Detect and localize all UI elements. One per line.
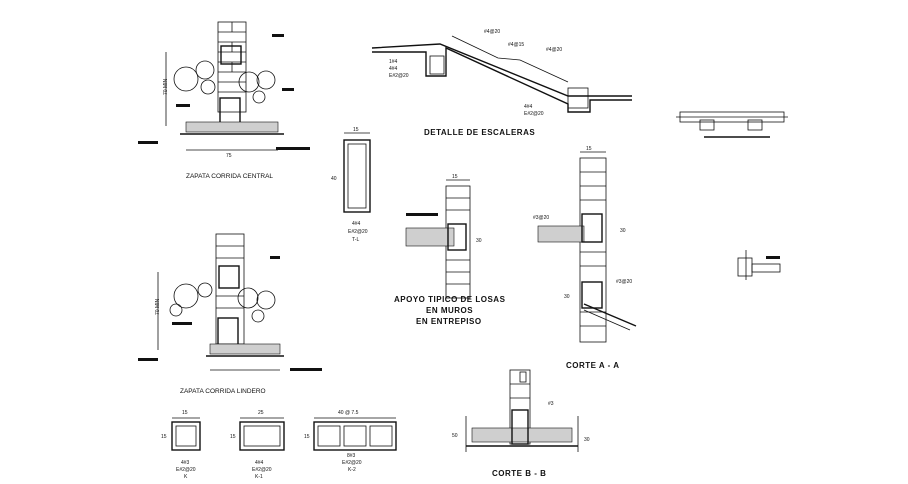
stair-note-8: E#2@20 — [524, 111, 544, 117]
support-height: 30 — [476, 238, 482, 244]
corte-a-width: 15 — [586, 146, 592, 152]
title-apoyo-line3: EN ENTREPISO — [416, 317, 482, 326]
stair-note-3: #4@20 — [546, 47, 562, 53]
castillo-k-width: 15 — [182, 410, 188, 416]
title-zapata-lindero: ZAPATA CORRIDA LINDERO — [180, 388, 266, 395]
section-b-b: 50 30 #3 CORTE B - B — [452, 369, 590, 478]
title-apoyo-line1: APOYO TIPICO DE LOSAS — [394, 295, 506, 304]
castillo-k-rebar: 4#3 — [181, 460, 190, 466]
corte-a-note-top: #3@20 — [533, 215, 549, 221]
dim-75-central: 75 — [226, 153, 232, 159]
castillo-k-height: 15 — [161, 434, 167, 440]
zapata-central-detail: 70 MIN 75 ZAPATA CORRIDA CENTRAL — [138, 21, 310, 180]
stair-note-2: #4@15 — [508, 42, 524, 48]
castillo-k2: 40 @ 7.5 15 8#3 E#2@20 K-2 — [304, 410, 397, 473]
title-corte-a: CORTE A - A — [566, 361, 620, 370]
castillo-k-stirrup: E#2@20 — [176, 467, 196, 473]
castillo-k1-rebar: 4#4 — [255, 460, 264, 466]
typical-slab-support: 15 30 APOYO TIPICO DE LOSAS EN MUROS EN … — [394, 174, 506, 326]
connection-detail — [737, 250, 781, 280]
castillo-k-name: K — [184, 474, 188, 480]
corte-b-depth: 30 — [584, 437, 590, 443]
dim-70-central: 70 MIN — [163, 78, 169, 95]
title-zapata-central: ZAPATA CORRIDA CENTRAL — [186, 173, 273, 180]
corte-a-height-top: 30 — [620, 228, 626, 234]
slab-edge-detail — [676, 111, 788, 138]
tie-beam-width: 15 — [353, 127, 359, 133]
corte-a-height-bottom: 30 — [564, 294, 570, 300]
corte-b-height: 50 — [452, 433, 458, 439]
section-a-a: 15 30 30 #3@20 #3@20 CORTE A - A — [533, 146, 637, 370]
tie-beam-stirrup: E#2@20 — [348, 229, 368, 235]
castillo-k1-height: 15 — [230, 434, 236, 440]
castillo-k2-name: K-2 — [348, 467, 356, 473]
castillo-k1-name: K-1 — [255, 474, 263, 480]
castillo-k1-width: 25 — [258, 410, 264, 416]
tie-beam-height: 40 — [331, 176, 337, 182]
tie-beam-section: 15 40 4#4 E#2@20 T-L — [331, 127, 371, 243]
stair-detail: #4@20 #4@15 #4@20 1#4 4#4 E#2@20 4#4 E#2… — [371, 29, 632, 137]
corte-b-tag: #3 — [548, 401, 554, 407]
stair-note-5: 4#4 — [389, 66, 398, 72]
zapata-lindero-detail: 70 MIN ZAPATA CORRIDA LINDERO — [138, 233, 322, 395]
stair-note-7: 4#4 — [524, 104, 533, 110]
title-apoyo-line2: EN MUROS — [426, 306, 473, 315]
support-width: 15 — [452, 174, 458, 180]
stair-note-1: #4@20 — [484, 29, 500, 35]
stair-note-6: E#2@20 — [389, 73, 409, 79]
castillo-k: 15 15 4#3 E#2@20 K — [161, 410, 201, 480]
corte-a-note-bottom: #3@20 — [616, 279, 632, 285]
dim-70-lindero: 70 MIN — [155, 298, 161, 315]
title-detalle-escaleras: DETALLE DE ESCALERAS — [424, 128, 535, 137]
castillo-k1: 25 15 4#4 E#2@20 K-1 — [230, 410, 285, 480]
castillo-k2-rebar: 8#3 — [347, 453, 356, 459]
tie-beam-rebar: 4#4 — [352, 221, 361, 227]
castillo-k2-width: 40 @ 7.5 — [338, 410, 359, 416]
castillo-k2-height: 15 — [304, 434, 310, 440]
castillo-k1-stirrup: E#2@20 — [252, 467, 272, 473]
tie-beam-name: T-L — [352, 237, 359, 243]
stair-note-4: 1#4 — [389, 59, 398, 65]
castillo-k2-stirrup: E#2@20 — [342, 460, 362, 466]
title-corte-b: CORTE B - B — [492, 469, 546, 478]
